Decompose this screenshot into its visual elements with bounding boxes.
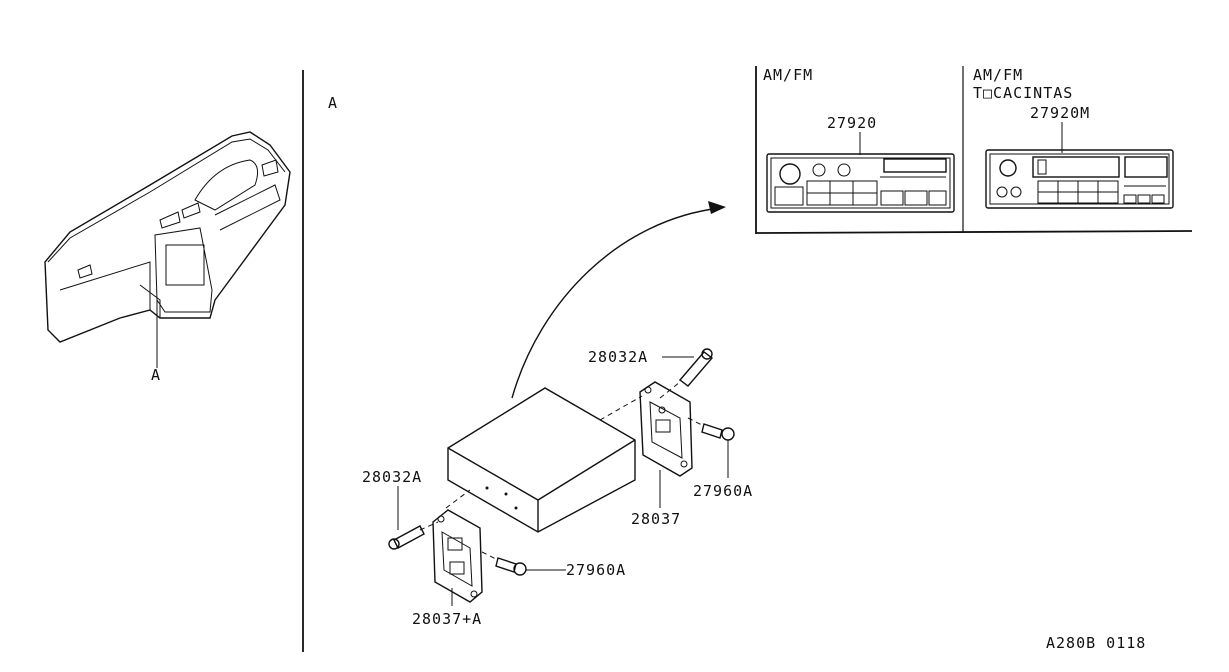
bracket-left-guide — [445, 489, 471, 509]
view-label: A — [328, 94, 338, 112]
screw-top — [678, 348, 714, 387]
variant-2-subtype: T□CACINTAS — [973, 84, 1073, 102]
bolt-right-guide — [687, 417, 705, 427]
bracket-left — [432, 509, 483, 603]
bracket-right-label: 28037 — [631, 510, 681, 528]
variant-2-type: AM/FM — [973, 66, 1023, 84]
screw-left — [388, 525, 425, 550]
variant-1-part-number: 27920 — [827, 114, 877, 132]
dashboard-illustration — [44, 131, 291, 343]
radio-unit-amfm — [766, 153, 955, 213]
radio-unit-amfm-cassette — [985, 149, 1174, 209]
arrow-head — [708, 201, 726, 214]
bracket-right-guide — [599, 395, 643, 421]
bolt-left-label: 27960A — [566, 561, 626, 579]
bolt-left — [495, 557, 527, 576]
screw-top-label: 28032A — [588, 348, 648, 366]
screw-left-label: 28032A — [362, 468, 422, 486]
bracket-right — [639, 381, 693, 477]
bolt-right-label: 27960A — [693, 482, 753, 500]
bracket-left-label: 28037+A — [412, 610, 482, 628]
bolt-left-guide — [481, 551, 499, 561]
reference-arrow — [511, 207, 721, 399]
bolt-right — [701, 423, 735, 441]
radio-variants-box — [755, 66, 1193, 234]
drawing-code: A280B 0118 — [1046, 634, 1146, 652]
variant-1-type: AM/FM — [763, 66, 813, 84]
callout-label-a: A — [151, 366, 161, 384]
screw-top-guide — [659, 381, 681, 399]
variant-2-part-number: 27920M — [1030, 104, 1090, 122]
radio-body — [447, 387, 636, 533]
screw-left-guide — [419, 521, 439, 531]
